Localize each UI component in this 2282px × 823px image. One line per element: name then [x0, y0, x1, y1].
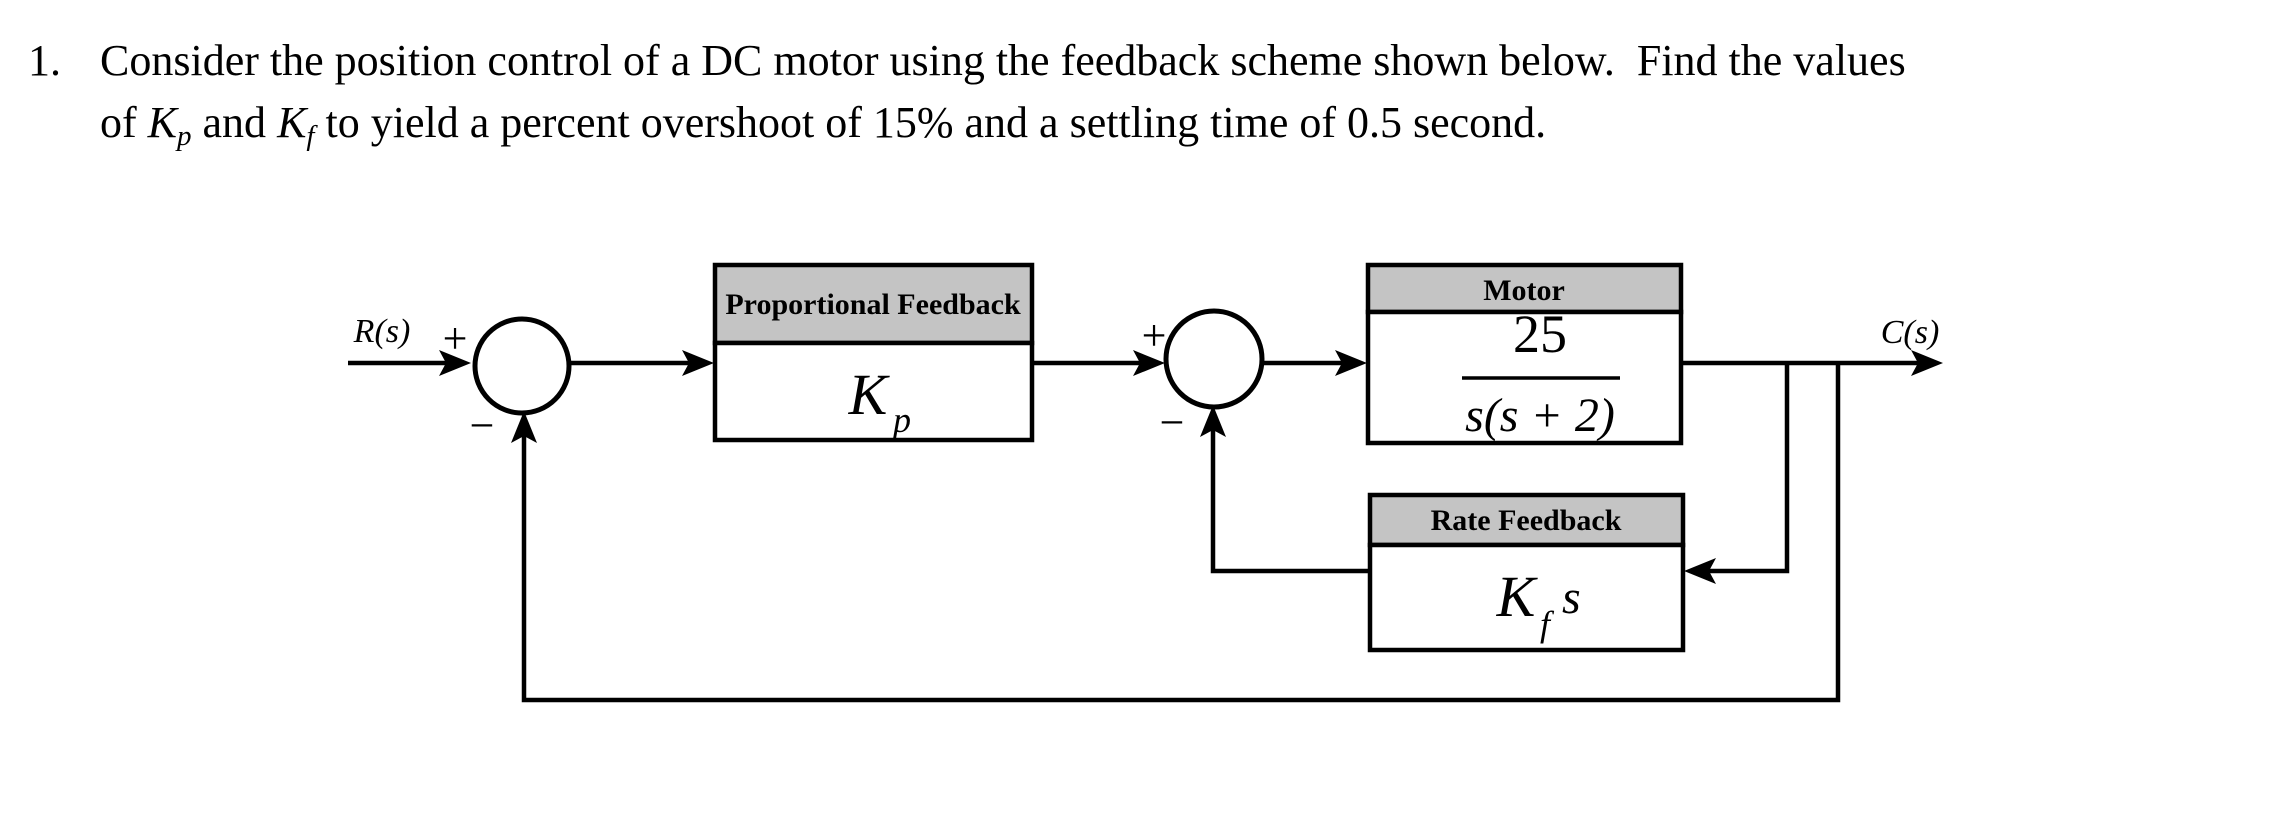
sum2-minus-sign: −: [1160, 398, 1185, 447]
input-signal-label: R(s): [353, 313, 411, 350]
problem-number: 1.: [28, 36, 61, 85]
proportional-block-body: [712, 340, 1035, 443]
summing-junction-1: [472, 316, 572, 416]
arrowhead-into-proportional-icon: [682, 350, 714, 376]
outer-feedback-loop-line: [521, 363, 1841, 703]
proportional-block-title: Proportional Feedback: [725, 288, 1021, 321]
kf-symbol: K: [277, 98, 307, 147]
rate-block-body: [1367, 542, 1686, 653]
rate-to-sum2-line: [1210, 430, 1370, 574]
line2-part3: to yield a percent overshoot of 15% and …: [314, 98, 1547, 147]
rate-feedback-tap-line: [1709, 363, 1790, 574]
arrowhead-into-sum1-icon: [439, 350, 471, 376]
proportional-gain-subscript: p: [890, 400, 911, 440]
line2-part2: and: [191, 98, 278, 147]
arrowhead-into-sum2-icon: [1133, 350, 1165, 376]
arrowhead-output-icon: [1911, 350, 1943, 376]
motor-block-title: Motor: [1483, 274, 1565, 307]
arrowhead-rate-into-sum2-icon: [1200, 405, 1226, 437]
rate-block-header: [1367, 492, 1686, 548]
arrowhead-loop-into-sum1-icon: [511, 411, 537, 443]
rate-block-title: Rate Feedback: [1431, 504, 1622, 537]
sum2-plus-sign: +: [1142, 311, 1167, 360]
kf-subscript: f: [306, 120, 315, 153]
problem-statement: Consider the position control of a DC mo…: [100, 30, 2270, 154]
proportional-block-header: [712, 262, 1035, 346]
kp-subscript: p: [177, 120, 192, 153]
arrowhead-into-motor-icon: [1335, 350, 1367, 376]
motor-numerator: 25: [1513, 304, 1567, 364]
proportional-gain-symbol: K: [848, 362, 891, 427]
sum1-minus-sign: −: [470, 401, 495, 450]
problem-line-2: of Kp and Kf to yield a percent overshoo…: [100, 92, 2270, 154]
summing-junction-2: [1163, 308, 1265, 410]
motor-denominator: s(s + 2): [1465, 389, 1615, 442]
line2-part1: of: [100, 98, 148, 147]
output-signal-label: C(s): [1881, 314, 1940, 351]
rate-gain-symbol: K: [1496, 564, 1539, 629]
problem-line-1: Consider the position control of a DC mo…: [100, 36, 1906, 85]
arrowhead-into-rate-icon: [1684, 558, 1716, 584]
kp-symbol: K: [147, 98, 178, 147]
rate-gain-s-symbol: s: [1562, 571, 1581, 624]
sum1-plus-sign: +: [443, 314, 468, 363]
